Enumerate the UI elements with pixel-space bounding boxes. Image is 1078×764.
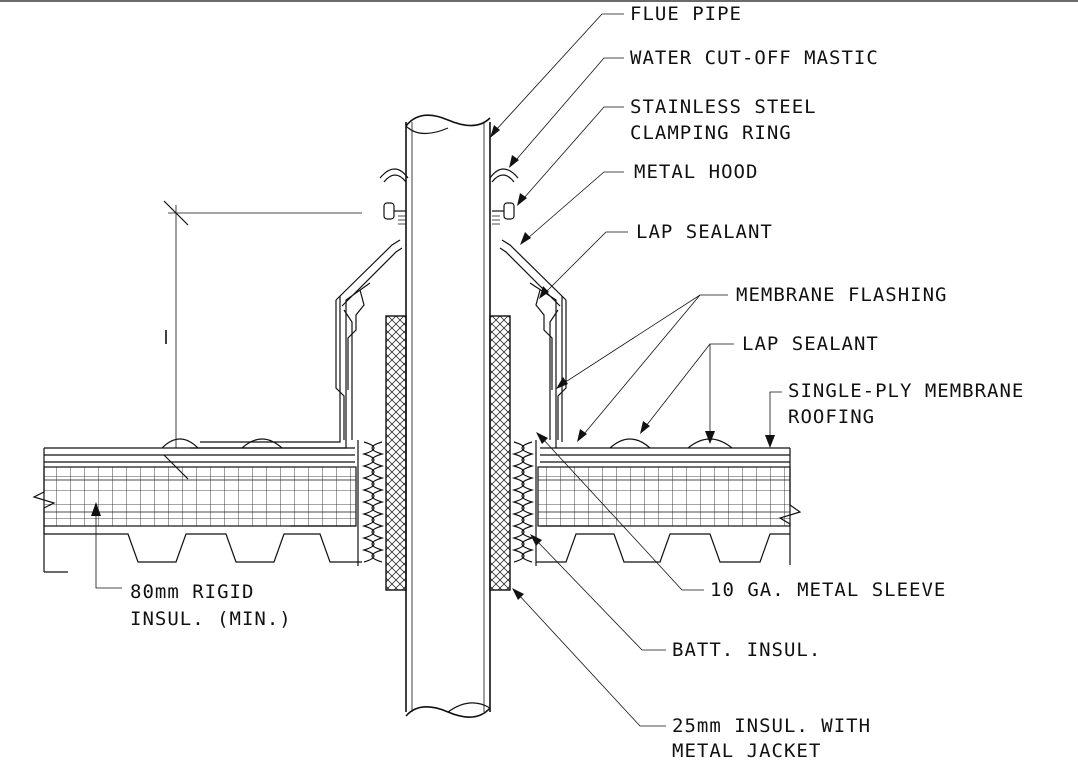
height-dimension — [163, 200, 362, 480]
roof-assembly-right — [529, 282, 802, 565]
label-rigid-insul-line1: 80mm RIGID — [130, 581, 255, 603]
clamping-ring-right — [489, 168, 519, 225]
label-rigid-insul-line2: INSUL. (MIN.) — [130, 608, 292, 630]
label-single-ply-line1: SINGLE-PLY MEMBRANE — [788, 380, 1025, 402]
flue-pipe — [405, 114, 491, 718]
label-clamping-ring-line2: CLAMPING RING — [630, 122, 792, 144]
label-membrane-flashing: MEMBRANE FLASHING — [736, 284, 948, 306]
jacket-insulation-right — [489, 315, 511, 591]
label-lap-sealant-mid: LAP SEALANT — [742, 333, 879, 355]
label-water-cutoff-mastic: WATER CUT-OFF MASTIC — [630, 47, 879, 69]
label-single-ply-line2: ROOFING — [788, 406, 876, 428]
label-jacket-line1: 25mm INSUL. WITH — [672, 715, 872, 737]
leader-lines — [91, 13, 782, 727]
roof-assembly-left — [32, 282, 371, 573]
batt-insulation-right — [511, 441, 535, 563]
metal-hood — [335, 239, 567, 440]
label-batt-insul: BATT. INSUL. — [672, 639, 822, 661]
label-metal-sleeve: 10 GA. METAL SLEEVE — [710, 579, 947, 601]
label-jacket-line2: METAL JACKET — [672, 740, 822, 762]
jacket-insulation-left — [385, 315, 407, 591]
rigid-insulation-right — [537, 466, 791, 527]
metal-deck-left — [44, 533, 362, 563]
metal-deck-right — [536, 533, 790, 563]
label-clamping-ring-line1: STAINLESS STEEL — [630, 96, 817, 118]
label-lap-sealant-top: LAP SEALANT — [636, 221, 773, 243]
batt-insulation-left — [361, 441, 385, 563]
clamping-ring-left — [379, 168, 409, 225]
label-flue-pipe: FLUE PIPE — [630, 3, 742, 25]
label-metal-hood: METAL HOOD — [634, 161, 759, 183]
rigid-insulation-left — [43, 466, 357, 527]
